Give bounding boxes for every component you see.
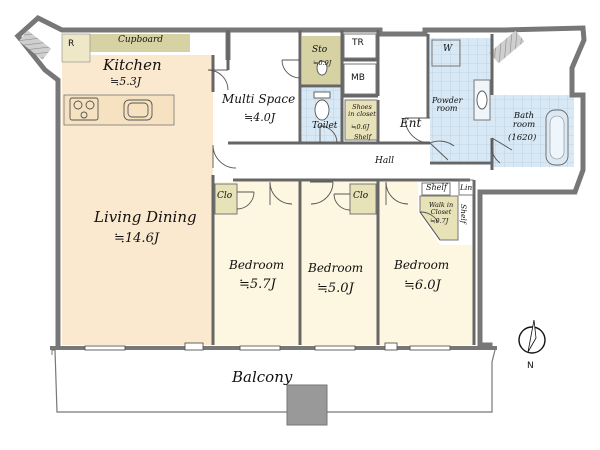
living-label: Living Dining <box>94 208 197 226</box>
walkin-label: Walk in Closet <box>428 201 454 216</box>
linen-box <box>458 179 474 196</box>
storage-label: Sto <box>312 45 328 55</box>
bedroom3-floor <box>378 182 473 345</box>
entrance-label: Ent <box>400 116 422 130</box>
burner <box>85 100 95 110</box>
walkin-shelf: Shelf <box>458 204 468 224</box>
east-corner-hatch <box>489 30 525 64</box>
bedroom2-label: Bedroom <box>308 261 364 275</box>
living-floor <box>62 55 213 345</box>
stove <box>69 97 99 121</box>
mb-label: MB <box>351 73 365 83</box>
tr-label: TR <box>352 38 364 48</box>
toilet-label: Toilet <box>312 121 338 131</box>
powder-label: Powder room <box>432 96 463 114</box>
window <box>314 345 356 351</box>
bath-label: Bath room <box>512 111 536 130</box>
multi-area: ≒4.0J <box>244 111 276 124</box>
bathtub-inner <box>549 115 565 160</box>
door-multi <box>207 69 229 91</box>
bedroom2-area: ≒5.0J <box>317 281 354 296</box>
burner <box>73 100 83 110</box>
multi-label: Multi Space <box>222 92 296 106</box>
kitchen-sink <box>123 99 153 121</box>
hall-label: Hall <box>375 156 394 166</box>
door-toilet <box>319 125 338 144</box>
refrigerator-fill <box>61 33 91 63</box>
closet2-outline <box>349 183 377 215</box>
closet1-label: Clo <box>217 191 233 201</box>
compass-north: N <box>527 361 534 371</box>
door-powder <box>429 140 455 161</box>
kitchen-area: ≒5.3J <box>110 75 142 88</box>
door-bed1 <box>269 181 293 205</box>
window <box>239 345 281 351</box>
shoes-shelf: Shelf <box>354 133 371 141</box>
washer-label: W <box>443 44 453 54</box>
door-storage <box>281 59 301 79</box>
balcony-label: Balcony <box>232 368 293 386</box>
living-area: ≒14.6J <box>114 231 160 246</box>
shoes-area: ≒0.6J <box>351 123 370 131</box>
bath-size: (1620) <box>508 133 537 143</box>
door-bath <box>490 137 513 164</box>
door-closet2 <box>333 193 351 211</box>
balcony <box>51 349 496 426</box>
closet2-fill <box>350 184 376 214</box>
burner <box>80 111 88 119</box>
washer-box <box>431 39 461 67</box>
linen-label: Lin <box>460 183 473 192</box>
window <box>184 342 204 351</box>
shoes-closet-fill <box>345 100 377 140</box>
bedroom3-label: Bedroom <box>394 258 450 272</box>
bedroom1-label: Bedroom <box>229 258 285 272</box>
storage-toilet-bowl <box>316 60 328 76</box>
door-bed2 <box>310 181 334 205</box>
shelf-box <box>421 182 451 196</box>
closet1-outline <box>214 183 238 215</box>
tr-box <box>343 33 377 59</box>
toilet-bowl <box>314 99 330 121</box>
refrigerator-label: R <box>68 39 75 49</box>
window <box>384 342 398 351</box>
door-bed3 <box>385 181 409 205</box>
cupboard-label: Cupboard <box>118 35 164 45</box>
door-living-hall <box>212 144 237 169</box>
sink-basin <box>127 102 149 118</box>
door-closet1 <box>236 191 255 210</box>
bedroom3-area: ≒6.0J <box>404 278 441 293</box>
shoes-outline <box>344 99 378 141</box>
shelf-label: Shelf <box>426 183 447 192</box>
cupboard-fill <box>90 34 190 52</box>
kitchen-label: Kitchen <box>103 56 162 74</box>
shoes-label: Shoes in closet <box>348 103 376 118</box>
door-walkin <box>419 211 441 241</box>
storage-area: ≒0.9J <box>313 59 332 67</box>
walkin-outline <box>419 195 459 241</box>
bedroom1-area: ≒5.7J <box>239 277 276 292</box>
balcony-column <box>286 384 328 426</box>
closet1-fill <box>215 184 237 214</box>
toilet-tank <box>313 91 331 99</box>
walkin-fill <box>420 196 458 240</box>
vanity-basin <box>476 90 488 110</box>
window <box>409 345 451 351</box>
window <box>84 345 126 351</box>
kitchen-counter <box>63 94 175 126</box>
closet2-label: Clo <box>353 191 369 201</box>
west-corner-hatch <box>18 30 52 60</box>
walkin-area: ≒0.7J <box>430 217 449 225</box>
mb-box <box>343 63 377 95</box>
door-entrance <box>404 117 431 144</box>
compass-icon <box>518 319 546 354</box>
west-wall <box>14 32 61 348</box>
